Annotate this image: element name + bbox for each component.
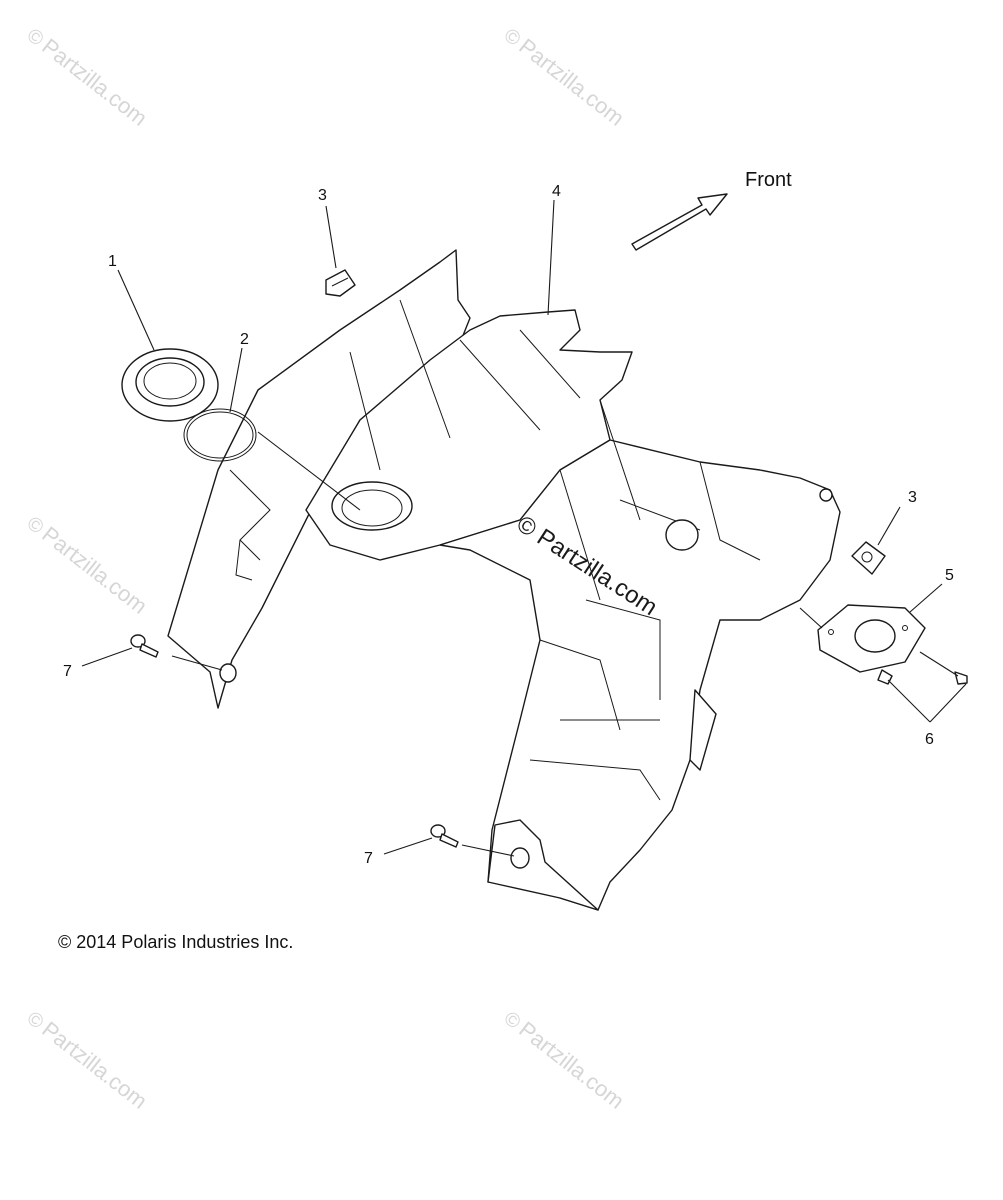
part-7-rivet-left <box>130 634 159 658</box>
callout-1: 1 <box>108 253 117 270</box>
callout-3-right: 3 <box>908 489 917 506</box>
console-panel <box>167 249 841 911</box>
callout-2: 2 <box>240 331 249 348</box>
callout-5: 5 <box>945 567 954 584</box>
callout-3-top: 3 <box>318 187 327 204</box>
part-1-nut-ring <box>121 348 219 422</box>
front-label: Front <box>745 169 792 191</box>
part-2-o-ring <box>183 408 257 462</box>
callout-7-bottom: 7 <box>364 850 373 867</box>
callout-4: 4 <box>552 183 561 200</box>
part-3-clip-right <box>851 541 886 575</box>
part-5-plate <box>817 604 926 673</box>
copyright-notice: © 2014 Polaris Industries Inc. <box>58 932 294 952</box>
callout-6: 6 <box>925 731 934 748</box>
callout-7-left: 7 <box>63 663 72 680</box>
front-arrow-icon <box>631 193 728 251</box>
part-7-rivet-bottom <box>430 824 459 848</box>
part-6-screw <box>877 669 968 685</box>
leader-lines <box>81 199 967 857</box>
part-3-clip-top <box>325 269 356 297</box>
